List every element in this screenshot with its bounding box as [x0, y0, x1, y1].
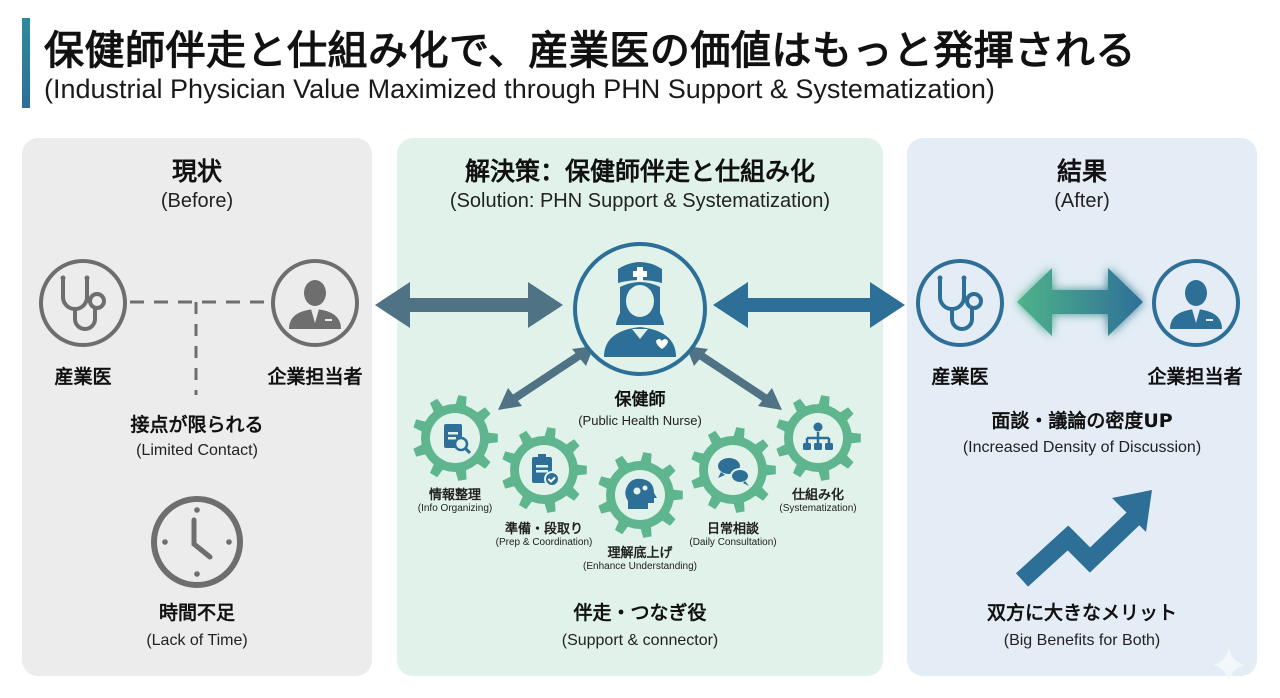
gear-sublabel: (Prep & Coordination) [495, 537, 593, 548]
title-accent-bar [22, 18, 30, 108]
page-subtitle: (Industrial Physician Value Maximized th… [44, 74, 995, 104]
solution-footer-subtitle: (Support & connector) [561, 632, 719, 649]
density-subtitle: (Increased Density of Discussion) [962, 439, 1202, 456]
density-label: 面談・議論の密度UP [991, 410, 1173, 432]
nurse-icon [573, 242, 707, 376]
gear-label: 日常相談 [706, 522, 760, 537]
trend-up-arrow-icon [1015, 490, 1152, 587]
gear-sublabel: (Systematization) [779, 503, 857, 514]
gear-label: 準備・段取り [504, 522, 584, 537]
document-search-icon [444, 424, 472, 455]
after-company-label: 企業担当者 [1147, 366, 1243, 388]
gear-1 [413, 395, 498, 481]
org-chart-icon [803, 422, 833, 450]
gear-label: 仕組み化 [791, 488, 845, 503]
after-glow-double-arrow [1017, 268, 1143, 336]
benefit-subtitle: (Big Benefits for Both) [1003, 632, 1161, 649]
benefit-label: 双方に大きなメリット [986, 602, 1178, 624]
page-title: 保健師伴走と仕組み化で、産業医の価値はもっと発揮される [44, 28, 1136, 74]
gear-sublabel: (Daily Consultation) [689, 537, 777, 548]
before-subtitle: (Before) [160, 190, 234, 212]
nurse-subtitle: (Public Health Nurse) [578, 413, 702, 428]
clipboard-check-icon [532, 454, 560, 487]
before-title: 現状 [171, 157, 223, 186]
after-panel [907, 138, 1257, 676]
gear-label: 情報整理 [428, 488, 482, 503]
gear-5 [776, 395, 861, 481]
stethoscope-icon [39, 259, 127, 347]
solution-subtitle: (Solution: PHN Support & Systematization… [449, 190, 831, 212]
sparkle-watermark-icon [1213, 648, 1245, 682]
nurse-label: 保健師 [614, 390, 666, 410]
gear-label: 理解底上げ [607, 546, 673, 561]
solution-footer-label: 伴走・つなぎ役 [573, 602, 707, 624]
gear-4 [691, 427, 776, 513]
head-gears-icon [625, 478, 657, 509]
gear-2 [502, 427, 587, 513]
lack-of-time-subtitle: (Lack of Time) [146, 632, 248, 649]
gear-sublabel: (Info Organizing) [417, 503, 493, 514]
chat-bubbles-icon [718, 458, 750, 486]
left-double-arrow [375, 282, 563, 328]
before-company-label: 企業担当者 [267, 366, 363, 388]
after-physician-label: 産業医 [931, 366, 989, 388]
right-double-arrow [713, 282, 905, 328]
after-businessman-icon [1152, 259, 1240, 347]
businessman-icon [271, 259, 359, 347]
limited-contact-subtitle: (Limited Contact) [136, 442, 258, 459]
after-subtitle: (After) [1054, 190, 1110, 212]
gear-3 [598, 452, 683, 538]
limited-contact-label: 接点が限られる [130, 414, 264, 436]
lack-of-time-label: 時間不足 [158, 602, 236, 624]
gear-sublabel: (Enhance Understanding) [583, 561, 697, 572]
clock-icon [151, 496, 243, 588]
after-title: 結果 [1056, 157, 1108, 186]
after-stethoscope-icon [916, 259, 1004, 347]
before-physician-label: 産業医 [54, 366, 112, 388]
solution-title: 解決策：保健師伴走と仕組み化 [464, 157, 816, 186]
